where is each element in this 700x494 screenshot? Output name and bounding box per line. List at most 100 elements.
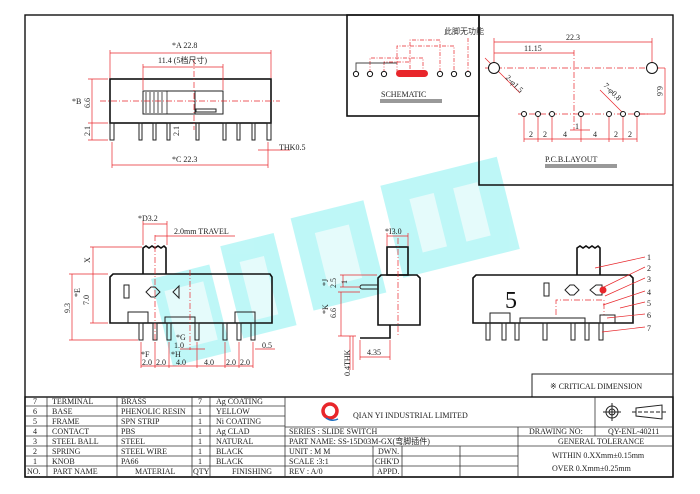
bom-cell: Ag CLAD — [216, 427, 250, 436]
dim-a-label: *A 22.8 — [172, 41, 197, 50]
dim-k-value: 6.6 — [329, 308, 338, 318]
dim-g-value: 1.0 — [174, 341, 184, 350]
callout-5: 5 — [647, 299, 651, 308]
bom-header-no: NO. — [27, 467, 41, 476]
pcb-pitch: 4 — [593, 130, 597, 139]
pcb-pitch: 2 — [529, 130, 533, 139]
bom-header-finishing: FINISHING — [232, 467, 272, 476]
bom-cell: YELLOW — [216, 407, 250, 416]
pcb-pitch: 2 — [543, 130, 547, 139]
title-block: QIAN YI INDUSTRIAL LIMITED SERIES : SLID… — [285, 397, 673, 477]
bom-cell: SPRING — [52, 447, 81, 456]
dim-4-35: 4.35 — [367, 348, 381, 357]
bom-cell: PBS — [121, 427, 135, 436]
bom-header-qty: QTY — [193, 467, 210, 476]
bom-cell: 4 — [33, 427, 37, 436]
bom-cell: STEEL — [121, 437, 145, 446]
tolerance-within: WITHIN 0.XXmm±0.15mm — [552, 451, 645, 460]
company-logo — [321, 402, 339, 422]
dim-c-label: *C 22.3 — [172, 155, 197, 164]
bom-cell: TERMINAL — [52, 397, 93, 406]
bom-cell: BRASS — [121, 397, 146, 406]
bom-cell: 5 — [33, 417, 37, 426]
dim-x-label: X — [83, 257, 92, 263]
pcb-dim-22-3: 22.3 — [566, 33, 580, 42]
dim-j-value: 2.5 — [329, 278, 338, 288]
bom-cell: CONTACT — [52, 427, 89, 436]
bom-cell: KNOB — [52, 457, 75, 466]
unused-pin-note: 此脚无功能 — [444, 26, 484, 36]
callout-4: 4 — [647, 288, 651, 297]
thk-label: THK0.5 — [279, 143, 305, 152]
bom-header-material: MATERIAL — [135, 467, 176, 476]
front-pitch: 2.0 — [226, 358, 236, 367]
drawing-no: QY-ENL-40211 — [608, 427, 659, 436]
bom-cell: 1 — [198, 407, 202, 416]
callout-1: 1 — [647, 253, 651, 262]
callout-3: 3 — [647, 275, 651, 284]
critical-dimension-note: ※ CRITICAL DIMENSION — [550, 382, 642, 391]
dim-2-1-left: 2.1 — [83, 126, 92, 136]
dim-k-label: *K — [321, 304, 330, 314]
bom-cell: 1 — [198, 437, 202, 446]
dim-b-value: 6.6 — [83, 98, 92, 108]
front-pitch: 2.0 — [240, 358, 250, 367]
chkd-label: CHK'D — [375, 457, 399, 466]
dim-e-value: 7.0 — [82, 295, 91, 305]
bom-cell: PA66 — [121, 457, 139, 466]
bom-cell: BLACK — [216, 457, 243, 466]
bom-cell: 7 — [198, 397, 202, 406]
bom-cell: Ag COATING — [216, 397, 263, 406]
appd-label: APPD. — [377, 467, 399, 476]
bom-cell: 1 — [198, 457, 202, 466]
rev-label: REV : A/0 — [289, 467, 323, 476]
dim-d-label: *D3.2 — [138, 214, 158, 223]
bom-cell: 7 — [33, 397, 37, 406]
bom-cell: STEEL WIRE — [121, 447, 167, 456]
dwn-label: DWN. — [378, 447, 399, 456]
dim-j-label: *J — [321, 279, 330, 286]
callout-6: 6 — [647, 311, 651, 320]
dim-2-1-mid: 2.1 — [172, 126, 181, 136]
dim-j-1: 1 — [340, 280, 349, 284]
dim-f-label: *F — [141, 350, 150, 359]
watermark — [151, 156, 520, 367]
dim-11-4-label: 11.4 (5档尺寸) — [158, 55, 207, 65]
bom-row: 4 CONTACT PBS 1 Ag CLAD — [33, 427, 250, 436]
bom-cell: 1 — [198, 427, 202, 436]
front-pitch: 2.0 — [142, 358, 152, 367]
bom-cell: 1 — [198, 447, 202, 456]
dim-i-label: *I3.0 — [385, 227, 402, 236]
dim-h-label: *H — [171, 350, 181, 359]
bom-cell: FRAME — [52, 417, 80, 426]
travel-label: 2.0mm TRAVEL — [174, 227, 229, 236]
front-view: *D3.2 2.0mm TRAVEL X 9.3 *E 7.0 *G 1.0 0… — [63, 214, 275, 368]
pcb-pitch: 2 — [614, 130, 618, 139]
projection-symbol-icon — [603, 403, 666, 421]
top-view: *A 22.8 11.4 (5档尺寸) *B 6.6 2.1 2.1 *C 22… — [72, 41, 305, 168]
front-pitch: 2.0 — [156, 358, 166, 367]
part-name-label: PART NAME: SS-15D03M-GX(弯脚插件) — [289, 436, 430, 446]
bom-cell: NATURAL — [216, 437, 253, 446]
schematic-title: SCHEMATIC — [381, 90, 426, 99]
drawing-no-label: DRAWING NO: — [529, 427, 583, 436]
pcb-pitch: 2 — [628, 130, 632, 139]
scale-label: SCALE :3:1 — [289, 457, 329, 466]
thk-0-4: 0.4THK — [343, 349, 352, 376]
pcb-title: P.C.B.LAYOUT — [545, 155, 597, 164]
dim-0-5: 0.5 — [262, 341, 272, 350]
pcb-big-holes: 2-φ1.5 — [504, 73, 525, 94]
pcb-dim-1: 1 — [575, 122, 579, 131]
bom-cell: Ni COATING — [216, 417, 261, 426]
bom-cell: SPN STRIP — [121, 417, 160, 426]
callout-2: 2 — [647, 264, 651, 273]
dim-9-3: 9.3 — [63, 303, 72, 313]
bom-header-part-name: PART NAME — [53, 467, 98, 476]
company-name: QIAN YI INDUSTRIAL LIMITED — [353, 411, 468, 420]
pcb-dim-11-15: 11.15 — [524, 44, 542, 53]
common-contact-bar — [396, 70, 428, 77]
